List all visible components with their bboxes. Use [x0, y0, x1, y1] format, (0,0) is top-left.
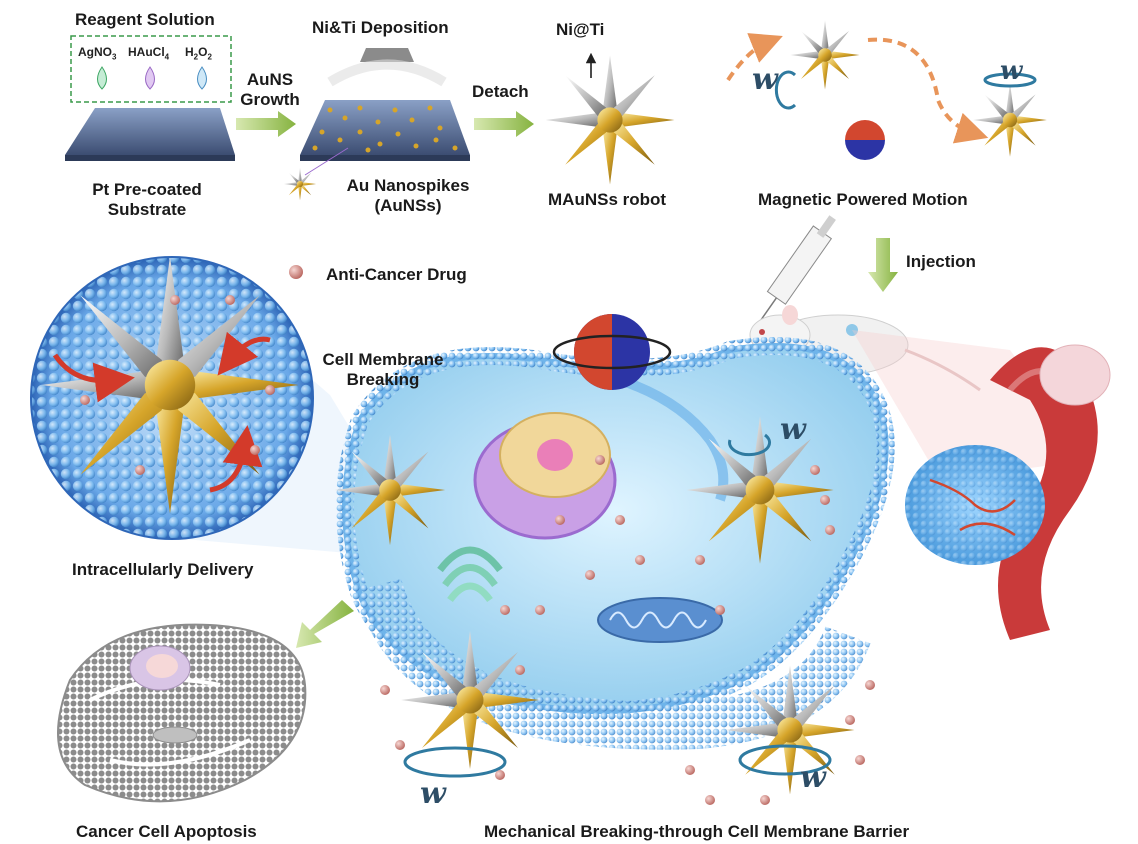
label-detach: Detach	[472, 82, 529, 101]
mitochondrion-icon	[597, 597, 723, 643]
golgi-icon	[437, 546, 503, 603]
arrow-detach	[474, 111, 534, 137]
omega-symbol: w	[800, 760, 826, 795]
nucleus-icon	[473, 412, 617, 540]
label-agno3: AgNO3	[78, 45, 117, 62]
omega-symbol: w	[420, 776, 446, 811]
label-intracellular-delivery: Intracellularly Delivery	[72, 560, 254, 579]
arrow-injection	[868, 238, 898, 292]
membrane-layer	[354, 578, 871, 750]
maunss-robot-icon	[545, 55, 675, 185]
motion-path-1	[726, 33, 783, 82]
motion-path-2	[867, 37, 989, 144]
rotation-icon-1	[774, 70, 797, 110]
rotation-ring-right	[738, 744, 832, 776]
drug-legend-icon	[289, 265, 303, 279]
omega-symbol: w	[780, 412, 806, 447]
label-robot: MAuNSs robot	[548, 190, 667, 209]
deposition-source	[360, 48, 414, 62]
label-mechanical-breaking: Mechanical Breaking-through Cell Membran…	[484, 822, 910, 841]
droplet-agno3	[97, 66, 107, 90]
magnet-icon	[845, 120, 885, 160]
omega-symbol: w	[752, 62, 778, 97]
pt-substrate	[65, 108, 235, 155]
reagent-box	[70, 35, 232, 103]
label-deposition: Ni&Ti Deposition	[312, 18, 449, 37]
syringe-icon	[759, 215, 836, 322]
label-h2o2: H2O2	[185, 45, 212, 62]
label-anti-cancer-drug: Anti-Cancer Drug	[326, 265, 467, 284]
rotation-ring-left	[403, 746, 507, 778]
nanospike-dots	[312, 105, 458, 153]
label-niti: Ni@Ti	[556, 20, 605, 39]
blood-vessel	[990, 347, 1098, 640]
rotation-ring-top	[728, 433, 771, 457]
au-nanospike-icon	[283, 167, 317, 201]
omega-symbol: w	[1000, 56, 1023, 86]
red-arrow-3	[209, 425, 263, 493]
apoptotic-cell-icon	[57, 623, 307, 803]
label-magnetic-motion: Magnetic Powered Motion	[758, 190, 968, 209]
droplet-h2o2	[197, 66, 207, 90]
red-arrow-1	[52, 353, 135, 403]
moving-robot-icon-2	[973, 83, 1047, 157]
rotation-icon-2	[983, 72, 1037, 88]
label-apoptosis: Cancer Cell Apoptosis	[76, 822, 257, 841]
au-substrate	[300, 100, 470, 155]
magnet-cell-icon	[552, 314, 672, 390]
label-nanospikes: Au Nanospikes(AuNSs)	[346, 176, 470, 215]
arrow-growth	[236, 111, 296, 137]
label-injection: Injection	[906, 252, 976, 271]
label-reagent-solution: Reagent Solution	[75, 10, 215, 29]
arrow-apoptosis	[296, 600, 354, 648]
tissue-icon	[1039, 344, 1111, 406]
moving-robot-icon-1	[790, 20, 860, 90]
red-arrow-2	[217, 331, 271, 376]
droplet-haucl4	[145, 66, 155, 90]
label-haucl4: HAuCl4	[128, 45, 170, 62]
drug-particles	[80, 265, 875, 805]
